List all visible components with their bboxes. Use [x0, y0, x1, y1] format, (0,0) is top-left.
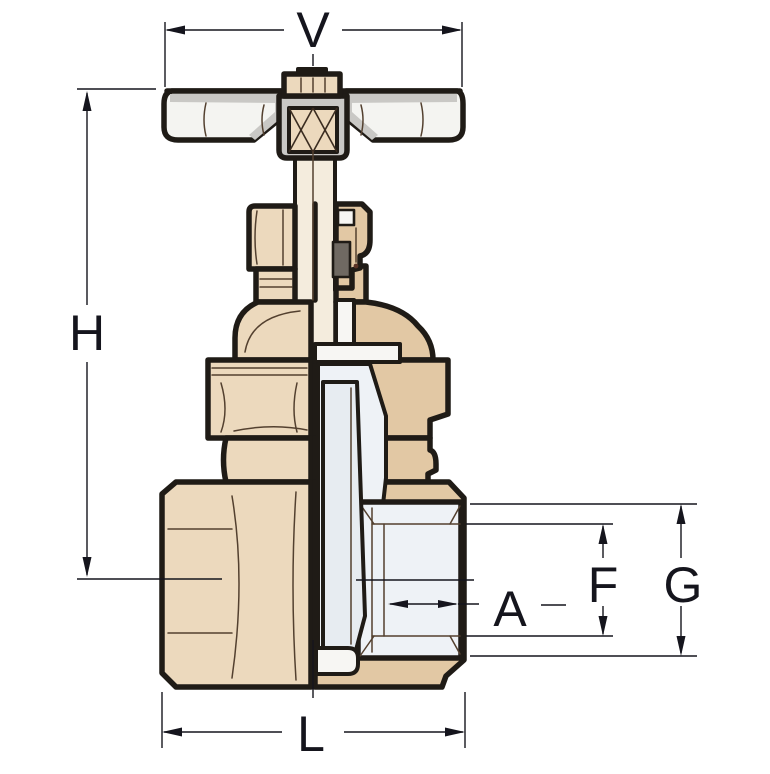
arrow-head [162, 727, 182, 737]
dimension-g: G [470, 503, 703, 657]
handwheel [161, 67, 466, 161]
gland-notch [336, 208, 356, 227]
arrow-head [598, 616, 608, 636]
guide-step-band [313, 342, 402, 364]
arrow-head [676, 636, 686, 656]
packing-gland [331, 240, 352, 279]
arrow-head [445, 727, 465, 737]
dimension-f: F [466, 523, 619, 637]
dimension-l: L [161, 692, 466, 762]
dim-label-h: H [69, 305, 105, 361]
exterior-half [159, 203, 314, 690]
exterior-facet-lines [167, 209, 308, 681]
centerlines [312, 54, 474, 698]
dimension-v: V [164, 2, 463, 87]
handwheel-shading [170, 94, 457, 140]
arrow-head [82, 91, 92, 111]
handwheel-spoke-lines [203, 102, 424, 137]
dim-label-g: G [664, 557, 703, 613]
hub-core [287, 106, 339, 154]
arrow-head [598, 524, 608, 544]
guide-step-upper [334, 298, 356, 346]
arrow-head [442, 25, 462, 35]
dimension-h: H [69, 88, 222, 580]
body-hex-exterior [159, 479, 314, 690]
arrow-head [388, 600, 408, 608]
arrow-head [676, 504, 686, 524]
packing-internals [331, 208, 359, 279]
stem-nut [281, 71, 343, 99]
dimension-a: A [388, 581, 566, 637]
arrow-head [165, 25, 185, 35]
arrow-head [438, 600, 458, 608]
handwheel-rim-right [343, 88, 466, 143]
hub-cross-hatch [288, 107, 338, 153]
stem-tip-cap [296, 67, 328, 76]
dim-label-f: F [588, 557, 619, 613]
gland-pin [353, 263, 359, 269]
body-neck-exterior [220, 435, 314, 485]
dim-label-v: V [296, 2, 330, 58]
dim-label-a: A [493, 581, 527, 637]
dim-label-l: L [297, 706, 325, 762]
seat-channel [314, 646, 360, 676]
packing-flange-exterior [253, 266, 298, 305]
stem-nut-facets [300, 77, 326, 93]
handwheel-rim-left [161, 88, 284, 143]
gate-wedge [321, 380, 367, 652]
arrow-head [82, 557, 92, 577]
